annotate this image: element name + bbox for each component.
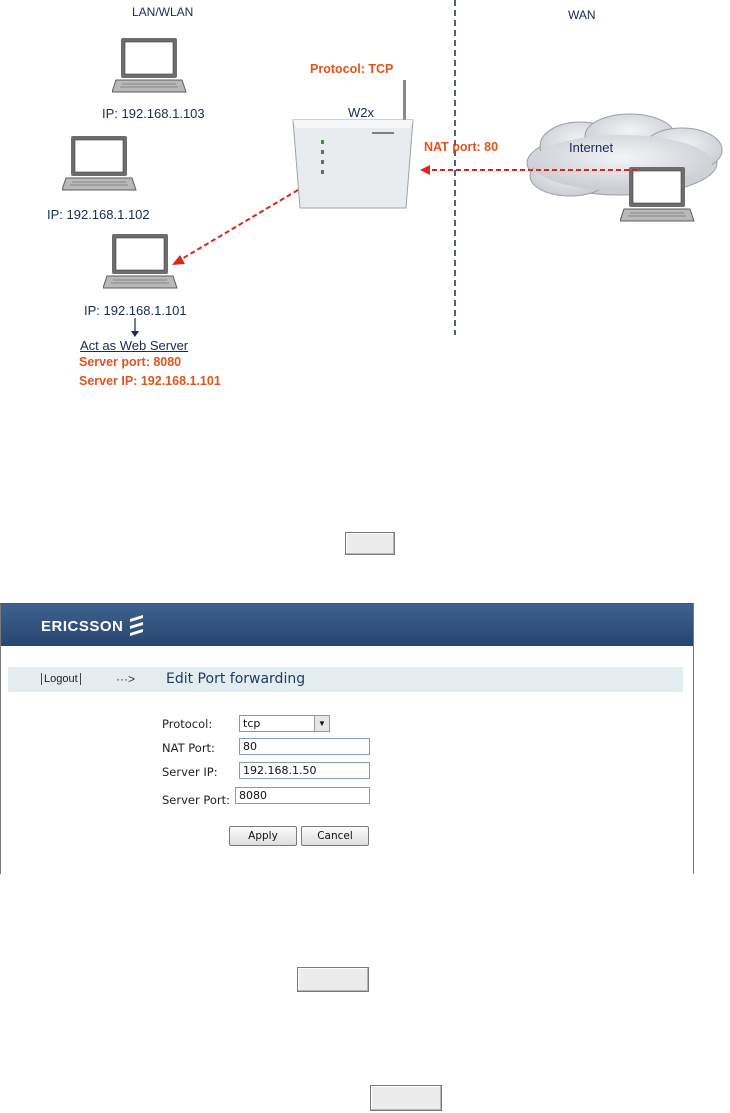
protocol-label: Protocol: TCP [310, 62, 394, 76]
server-port-label: Server port: 8080 [79, 355, 182, 369]
internet-cloud-icon [526, 113, 723, 197]
lan-zone-label: LAN/WLAN [132, 5, 194, 19]
server-ip-input[interactable]: 192.168.1.50 [239, 762, 370, 779]
server-ip-label: Server IP: 192.168.1.101 [79, 374, 221, 388]
ericsson-logo: ERICSSON [41, 618, 124, 635]
laptop-icon [620, 167, 695, 222]
nav-bar: Logout ···> Edit Port forwarding [8, 667, 683, 692]
chevron-down-icon[interactable]: ▼ [314, 716, 329, 731]
traffic-arrows [172, 165, 637, 265]
nat-port-field-label: NAT Port: [162, 741, 215, 755]
lan-host-ip: IP: 192.168.1.101 [84, 303, 187, 318]
lan-wan-divider [454, 0, 456, 335]
inline-button-graphic [345, 532, 395, 555]
arrow-down-icon [131, 318, 139, 337]
internet-label: Internet [569, 140, 614, 155]
apply-button[interactable]: Apply [229, 826, 297, 846]
nav-arrow-icon: ···> [116, 672, 135, 686]
router-icon [292, 80, 414, 209]
ericsson-banner: ERICSSON [1, 604, 693, 646]
router-name: W2x [348, 105, 374, 120]
nat-port-label: NAT port: 80 [424, 140, 499, 154]
laptop-icon [103, 234, 178, 289]
inline-button-graphic [370, 1085, 442, 1111]
server-port-input[interactable]: 8080 [235, 787, 370, 804]
logout-link[interactable]: Logout [41, 673, 81, 685]
lan-host-ip: IP: 192.168.1.103 [102, 106, 205, 121]
nat-port-input[interactable]: 80 [239, 738, 370, 755]
server-port-field-label: Server Port: [162, 793, 231, 807]
lan-host-ip: IP: 192.168.1.102 [47, 207, 150, 222]
inline-button-graphic [297, 967, 369, 992]
protocol-select[interactable]: tcp ▼ [239, 715, 330, 732]
laptop-icon [62, 136, 137, 191]
laptop-icon [112, 38, 187, 93]
web-server-role: Act as Web Server [80, 338, 189, 353]
page-title: Edit Port forwarding [166, 671, 306, 687]
server-ip-field-label: Server IP: [162, 765, 218, 779]
wan-zone-label: WAN [568, 8, 596, 22]
cancel-button[interactable]: Cancel [301, 826, 369, 846]
protocol-field-label: Protocol: [162, 717, 213, 731]
protocol-select-value: tcp [243, 717, 261, 730]
ericsson-logo-icon [130, 615, 143, 636]
port-forwarding-panel: ERICSSON Logout ···> Edit Port forwardin… [0, 603, 694, 874]
